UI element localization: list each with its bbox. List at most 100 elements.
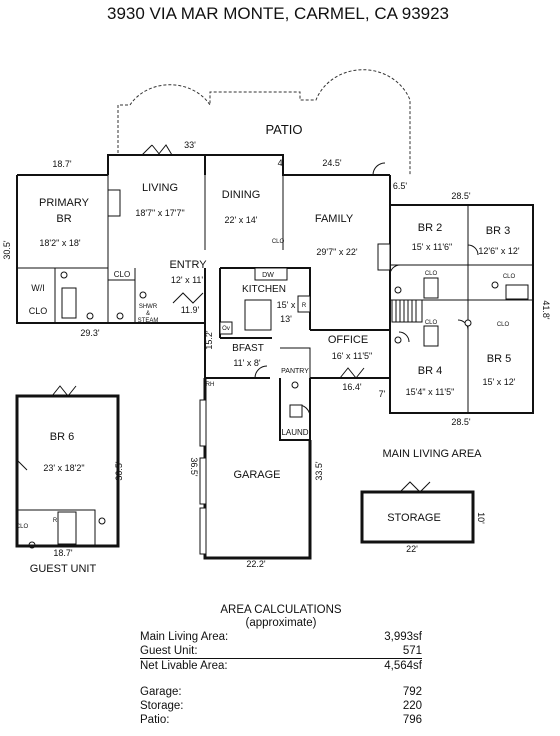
oven-box (219, 321, 233, 335)
wi-clo-label: CLO (29, 306, 48, 316)
primary-label-2: BR (56, 213, 71, 225)
br4-dims: 15'4" x 11'5" (406, 387, 455, 397)
primary-dims: 18'2" x 18' (39, 238, 80, 248)
area-row-guest: Guest Unit: 571 (140, 644, 422, 659)
guest-unit-label: GUEST UNIT (30, 563, 97, 575)
area-value: 4,564sf (384, 660, 422, 672)
br6-dims: 23' x 18'2" (43, 463, 84, 473)
primary-clo-label: CLO (114, 270, 130, 279)
dim-garage-222: 22.2' (246, 559, 266, 569)
patio-label: PATIO (265, 122, 302, 137)
area-label: Main Living Area: (140, 631, 229, 643)
area-row-patio: Patio: 796 (140, 713, 422, 727)
br5-clo-label: CLO (497, 322, 510, 328)
fridge-label: R (302, 303, 307, 309)
kitchen-dims-a: 15' x (277, 300, 296, 310)
rh-label: RH (206, 382, 215, 388)
br5-dims: 15' x 12' (483, 377, 516, 387)
pantry-label: PANTRY (281, 368, 309, 375)
dw-label: DW (262, 272, 274, 279)
laundry-washer (289, 404, 303, 418)
kitchen-island (244, 299, 272, 331)
area-label: Patio: (140, 714, 170, 726)
dim-right-418: 41.8' (541, 300, 551, 320)
area-subheading: (approximate) (245, 617, 317, 629)
guest-fridge-label: R (53, 518, 58, 524)
area-value: 796 (402, 714, 422, 726)
dim-bottom-285: 28.5' (451, 417, 471, 427)
br5-label: BR 5 (487, 353, 511, 365)
area-row-garage: Garage: 792 (140, 685, 422, 699)
family-label: FAMILY (315, 213, 354, 225)
dining-clo-label: CLO (272, 239, 285, 245)
area-row-main: Main Living Area: 3,993sf (140, 630, 422, 644)
stairs (391, 299, 423, 323)
area-label: Guest Unit: (140, 645, 198, 657)
br3-bath-box (505, 284, 529, 300)
family-fireplace-icon (377, 243, 391, 271)
family-dims: 29'7" x 22' (316, 247, 357, 257)
shwr-label-1: SHWR (139, 304, 158, 310)
dim-garage-365: 36.5' (189, 457, 199, 477)
dim-top-245: 24.5' (322, 158, 342, 168)
dim-patio-33: 33' (184, 140, 196, 150)
br2-bath-box (423, 277, 439, 299)
dim-patio-4: 4' (278, 158, 285, 168)
dim-bfast-152: 15.2' (204, 330, 214, 350)
entry-dims: 12' x 11' (171, 275, 204, 285)
dim-left-305: 30.5' (2, 240, 12, 260)
bfast-dims: 11' x 8' (233, 358, 261, 368)
dim-guest-187: 18.7' (53, 548, 73, 558)
laund-label: LAUND (281, 428, 308, 437)
oven-label: Ov (222, 326, 230, 332)
br2-label: BR 2 (418, 222, 442, 234)
office-label: OFFICE (328, 334, 368, 346)
dim-top-left: 18.7' (52, 159, 72, 169)
dim-office-164: 16.4' (342, 382, 362, 392)
area-row-net: Net Livable Area: 4,564sf (140, 659, 422, 673)
dim-storage-22: 22' (406, 544, 418, 554)
main-house-walls (16, 154, 534, 560)
area-label: Garage: (140, 686, 182, 698)
bfast-label: BFAST (232, 343, 264, 354)
guest-unit-walls (15, 385, 120, 548)
plumbing-fixtures (28, 271, 499, 549)
guest-clo-label: CLO (16, 524, 29, 530)
dim-top-285: 28.5' (451, 191, 471, 201)
property-address-title: 3930 VIA MAR MONTE, CARMEL, CA 93923 (107, 4, 449, 23)
office-dims: 16' x 11'5" (332, 351, 373, 361)
br4-label: BR 4 (418, 365, 442, 377)
storage-walls (360, 481, 475, 544)
wi-label: W/I (31, 283, 45, 293)
br2-clo-label: CLO (425, 271, 438, 277)
entry-label: ENTRY (169, 259, 207, 271)
area-row-storage: Storage: 220 (140, 699, 422, 713)
area-label: Net Livable Area: (140, 660, 228, 672)
br3-label: BR 3 (486, 225, 510, 237)
living-fireplace-icon (107, 189, 121, 217)
dim-garage-335: 33.5' (314, 461, 324, 481)
primary-tub-icon (61, 287, 77, 319)
area-heading: AREA CALCULATIONS (220, 604, 342, 616)
br2-dims: 15' x 11'6" (412, 242, 453, 252)
br3-dims: 12'6" x 12' (478, 246, 519, 256)
shwr-label-3: STEAM (138, 318, 159, 324)
living-label: LIVING (142, 182, 178, 194)
area-value: 220 (402, 700, 422, 712)
garage-doors (199, 399, 207, 555)
kitchen-label: KITCHEN (242, 284, 286, 295)
area-value: 3,993sf (384, 631, 422, 643)
main-living-area-label: MAIN LIVING AREA (382, 448, 482, 460)
br4-bath-box (423, 325, 439, 347)
dining-label: DINING (222, 189, 261, 201)
living-dims: 18'7" x 17'7" (135, 208, 184, 218)
dim-entry-119: 11.9' (181, 305, 200, 315)
dim-guest-305: 30.5' (114, 461, 124, 481)
kitchen-dims-b: 13' (280, 314, 292, 324)
refrigerator-box (297, 295, 311, 313)
br4-clo-label: CLO (425, 320, 438, 326)
dining-dims: 22' x 14' (225, 215, 258, 225)
dishwasher-box (254, 267, 288, 281)
area-value: 792 (402, 686, 422, 698)
